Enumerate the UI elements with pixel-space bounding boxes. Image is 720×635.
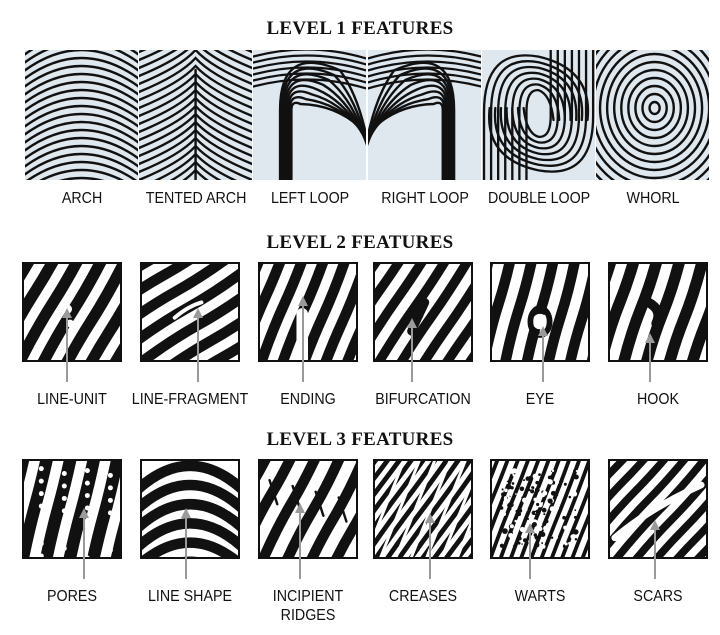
detail-hook-image: [608, 262, 708, 362]
level-3-label-lineshape: LINE SHAPE: [147, 588, 233, 605]
fingerprint-rightloop-image: [367, 50, 481, 180]
detail-creases-image: [373, 459, 473, 559]
level-1-label-leftloop: LEFT LOOP: [271, 190, 350, 207]
level-3-label-warts: WARTS: [514, 588, 566, 605]
level-3-label-creases: CREASES: [388, 588, 458, 605]
level-2-label-linefragment: LINE-FRAGMENT: [131, 391, 249, 408]
fingerprint-doubleloop-image: [481, 50, 595, 180]
detail-incipient-image: [258, 459, 358, 559]
fingerprint-leftloop-image: [253, 50, 367, 180]
fingerprint-whorl-image: [595, 50, 709, 180]
detail-pores-image: [22, 459, 122, 559]
level-1-label-arch: ARCH: [61, 190, 103, 207]
detail-linefragment-image: [140, 262, 240, 362]
level-3-title: LEVEL 3 FEATURES: [266, 429, 454, 450]
detail-eye-image: [490, 262, 590, 362]
level-2-label-ending: ENDING: [280, 391, 336, 408]
detail-scars-image: [608, 459, 708, 559]
fingerprint-tented-image: [139, 50, 253, 180]
fingerprint-arch-image: [25, 50, 139, 180]
level-3-label-scars: SCARS: [633, 588, 683, 605]
level-2-label-hook: HOOK: [636, 391, 680, 408]
level-3-label-pores: PORES: [47, 588, 97, 605]
level-2-label-bifurcation: BIFURCATION: [375, 391, 471, 408]
level-1-strip: ARCH TENTED ARCH LEFT LOOP RIGHT LOOP DOUBLE…: [25, 50, 710, 207]
level-1-label-whorl: WHORL: [626, 190, 680, 207]
detail-warts-image: [490, 459, 590, 559]
level-1-label-doubleloop: DOUBLE LOOP: [487, 190, 590, 207]
level-3-label-incipient: INCIPIENT RIDGES: [272, 588, 344, 624]
level-1-label-rightloop: RIGHT LOOP: [380, 190, 469, 207]
level-2-title: LEVEL 2 FEATURES: [266, 232, 454, 253]
detail-lineunit-image: [22, 262, 122, 362]
detail-lineshape-image: [140, 459, 240, 559]
level-2-label-lineunit: LINE-UNIT: [37, 391, 107, 408]
level-1-label-tented: TENTED ARCH: [145, 190, 247, 207]
detail-bifurcation-image: [373, 262, 473, 362]
level-2-label-eye: EYE: [525, 391, 555, 408]
level-1-title: LEVEL 1 FEATURES: [266, 18, 454, 39]
